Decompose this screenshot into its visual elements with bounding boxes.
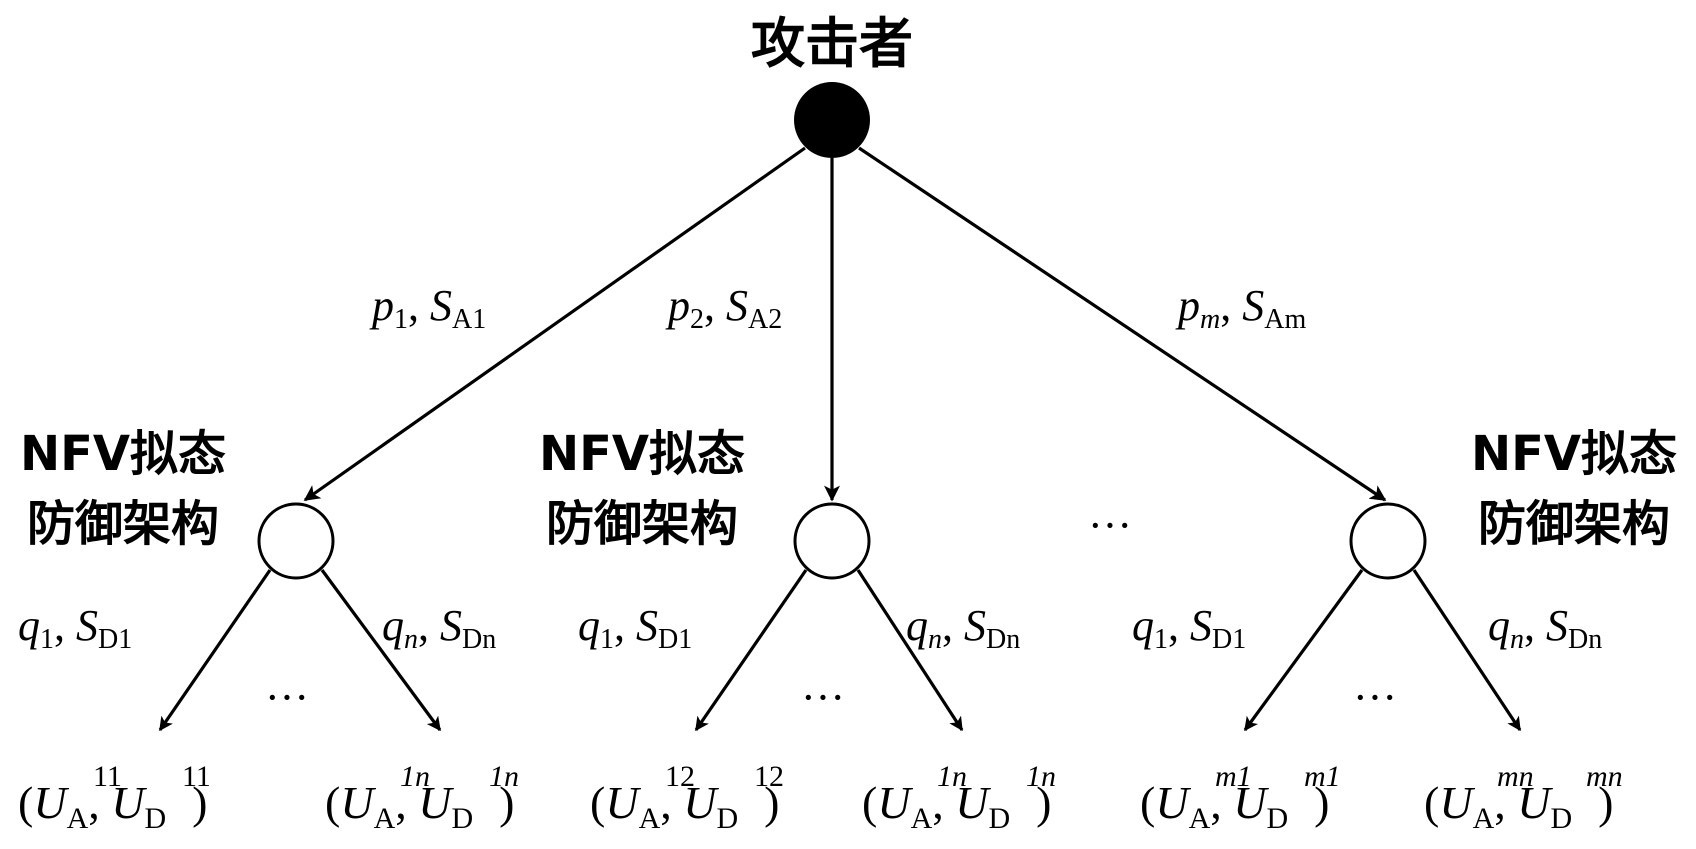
svg-text:(UA, UD): (UA, UD): [1140, 777, 1329, 835]
edge-label-qn-sdn-c: qn, SDn: [1488, 601, 1602, 655]
edge-label-q1-sd1-c: q1, SD1: [1132, 601, 1246, 655]
defender-node-2: [793, 502, 871, 580]
edge-defenderm-to-leaf-mn: [1412, 569, 1522, 732]
svg-text:mn: mn: [1497, 760, 1534, 793]
payoff-leaf-mn: (UA, UD) mn mn: [1424, 760, 1623, 835]
edge-defender1-to-leaf-1n: [320, 569, 442, 732]
svg-text:(UA, UD): (UA, UD): [590, 777, 779, 835]
svg-text:1n: 1n: [400, 760, 430, 793]
defender-label-2-line1: NFV拟态: [539, 426, 745, 482]
svg-text:(UA, UD): (UA, UD): [18, 777, 207, 835]
svg-text:(UA, UD): (UA, UD): [862, 777, 1051, 835]
svg-text:1n: 1n: [489, 760, 519, 793]
edge-defender1-to-leaf-11: [158, 569, 272, 732]
edge-label-q1-sd1-a: q1, SD1: [18, 601, 132, 655]
edge-defender2-to-leaf-12: [694, 569, 808, 732]
defender-label-m-line2: 防御架构: [1478, 496, 1670, 552]
edge-label-qn-sdn-a: qn, SDn: [382, 601, 496, 655]
payoff-leaf-11: (UA, UD) 11 11: [18, 760, 211, 835]
payoff-leaf-1n-a: (UA, UD) 1n 1n: [325, 760, 519, 835]
svg-text:(UA, UD): (UA, UD): [325, 777, 514, 835]
svg-text:mn: mn: [1586, 760, 1623, 793]
defender-node-m: [1349, 502, 1427, 580]
defender-label-m-line1: NFV拟态: [1471, 426, 1677, 482]
payoff-leaf-m1: (UA, UD) m1 m1: [1140, 760, 1341, 835]
ellipsis-leaves-m: ···: [1353, 673, 1397, 722]
edge-attacker-to-defender-m: [858, 146, 1387, 502]
svg-text:12: 12: [754, 760, 784, 793]
svg-text:(UA, UD): (UA, UD): [1424, 777, 1613, 835]
svg-text:m1: m1: [1215, 760, 1252, 793]
edge-label-p2-sa2: p2, SA2: [665, 281, 782, 335]
defender-label-1-line1: NFV拟态: [20, 426, 226, 482]
edge-label-pm-sam: pm, SAm: [1175, 281, 1306, 335]
svg-text:1n: 1n: [1026, 760, 1056, 793]
edge-label-p1-sa1: p1, SA1: [369, 281, 486, 335]
edge-label-qn-sdn-b: qn, SDn: [906, 601, 1020, 655]
defender-label-2-line2: 防御架构: [546, 496, 738, 552]
payoff-leaf-1n-b: (UA, UD) 1n 1n: [862, 760, 1056, 835]
payoff-leaf-12: (UA, UD) 12 12: [590, 760, 784, 835]
attacker-node: [794, 82, 870, 158]
edge-defenderm-to-leaf-m1: [1243, 569, 1364, 732]
svg-text:12: 12: [665, 760, 695, 793]
attacker-label: 攻击者: [751, 12, 913, 75]
svg-text:11: 11: [93, 760, 122, 793]
defender-node-1: [257, 502, 335, 580]
ellipsis-middle: ···: [1088, 501, 1132, 550]
svg-text:m1: m1: [1304, 760, 1341, 793]
edge-attacker-to-defender-1: [303, 146, 806, 502]
ellipsis-leaves-1: ···: [265, 673, 309, 722]
svg-text:1n: 1n: [937, 760, 967, 793]
svg-text:11: 11: [182, 760, 211, 793]
ellipsis-leaves-2: ···: [801, 673, 845, 722]
edge-defender2-to-leaf-1n: [856, 569, 964, 732]
defender-label-1-line2: 防御架构: [27, 496, 219, 552]
edge-label-q1-sd1-b: q1, SD1: [578, 601, 692, 655]
